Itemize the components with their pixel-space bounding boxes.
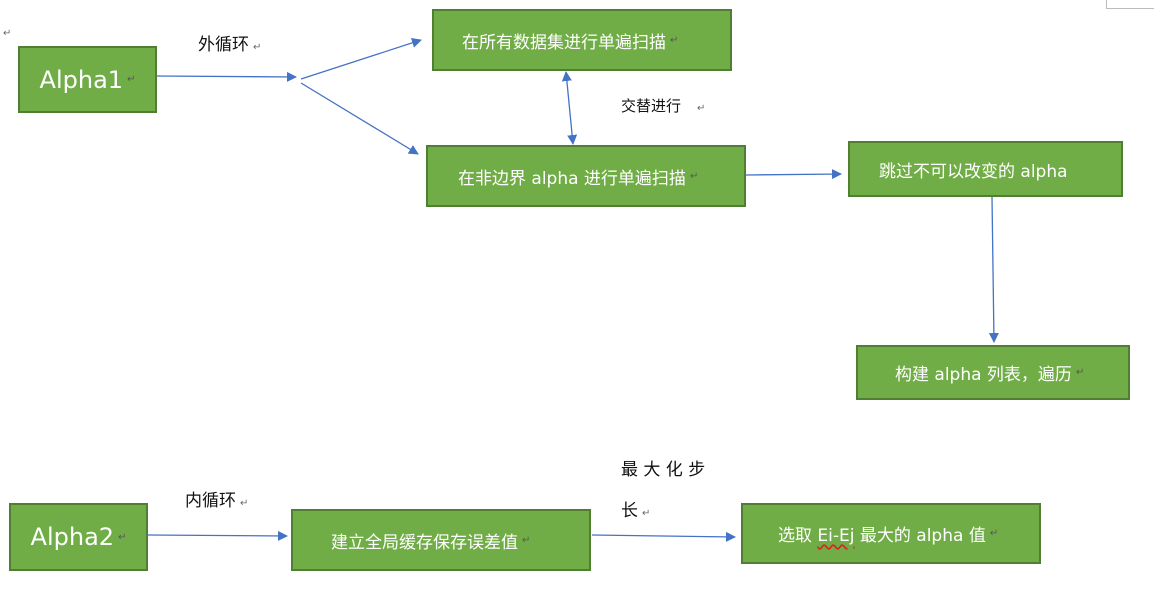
page-corner-marker: [1106, 0, 1154, 9]
arrow-skip-to-build-list: [988, 196, 999, 343]
arrow-alpha1-to-branch: [156, 71, 297, 82]
node-alpha1: Alpha1↵: [18, 46, 157, 113]
paragraph-mark: ↵: [3, 28, 12, 39]
label-inner-loop: 内循环↵: [185, 491, 249, 511]
node-select: 选取 Ei-Ej 最大的 alpha 值↵: [741, 503, 1041, 564]
arrow-alpha2-to-cache: [147, 530, 288, 541]
label-alternate: 交替进行↵: [621, 97, 706, 115]
node-scan-all: 在所有数据集进行单遍扫描↵: [432, 9, 732, 71]
label-max-step-line2: 长↵: [621, 501, 651, 521]
label-outer-loop: 外循环↵: [198, 35, 262, 55]
arrow-branch-to-scan-non-bound: [300, 82, 419, 155]
arrow-scan-to-skip: [745, 169, 842, 180]
select-ei-ej: Ei-Ej: [817, 526, 855, 546]
node-alpha2: Alpha2↵: [9, 503, 148, 571]
node-cache: 建立全局缓存保存误差值↵: [291, 509, 591, 571]
node-build-list: 构建 alpha 列表，遍历↵: [856, 345, 1130, 400]
node-skip: 跳过不可以改变的 alpha: [848, 141, 1123, 197]
arrow-alternate-bidirectional: [561, 71, 578, 145]
label-max-step-line1: 最 大 化 步: [621, 460, 706, 480]
arrow-branch-to-scan-all: [300, 38, 422, 80]
node-scan-non-bound: 在非边界 alpha 进行单遍扫描↵: [426, 145, 746, 207]
arrow-cache-to-select: [591, 531, 736, 542]
